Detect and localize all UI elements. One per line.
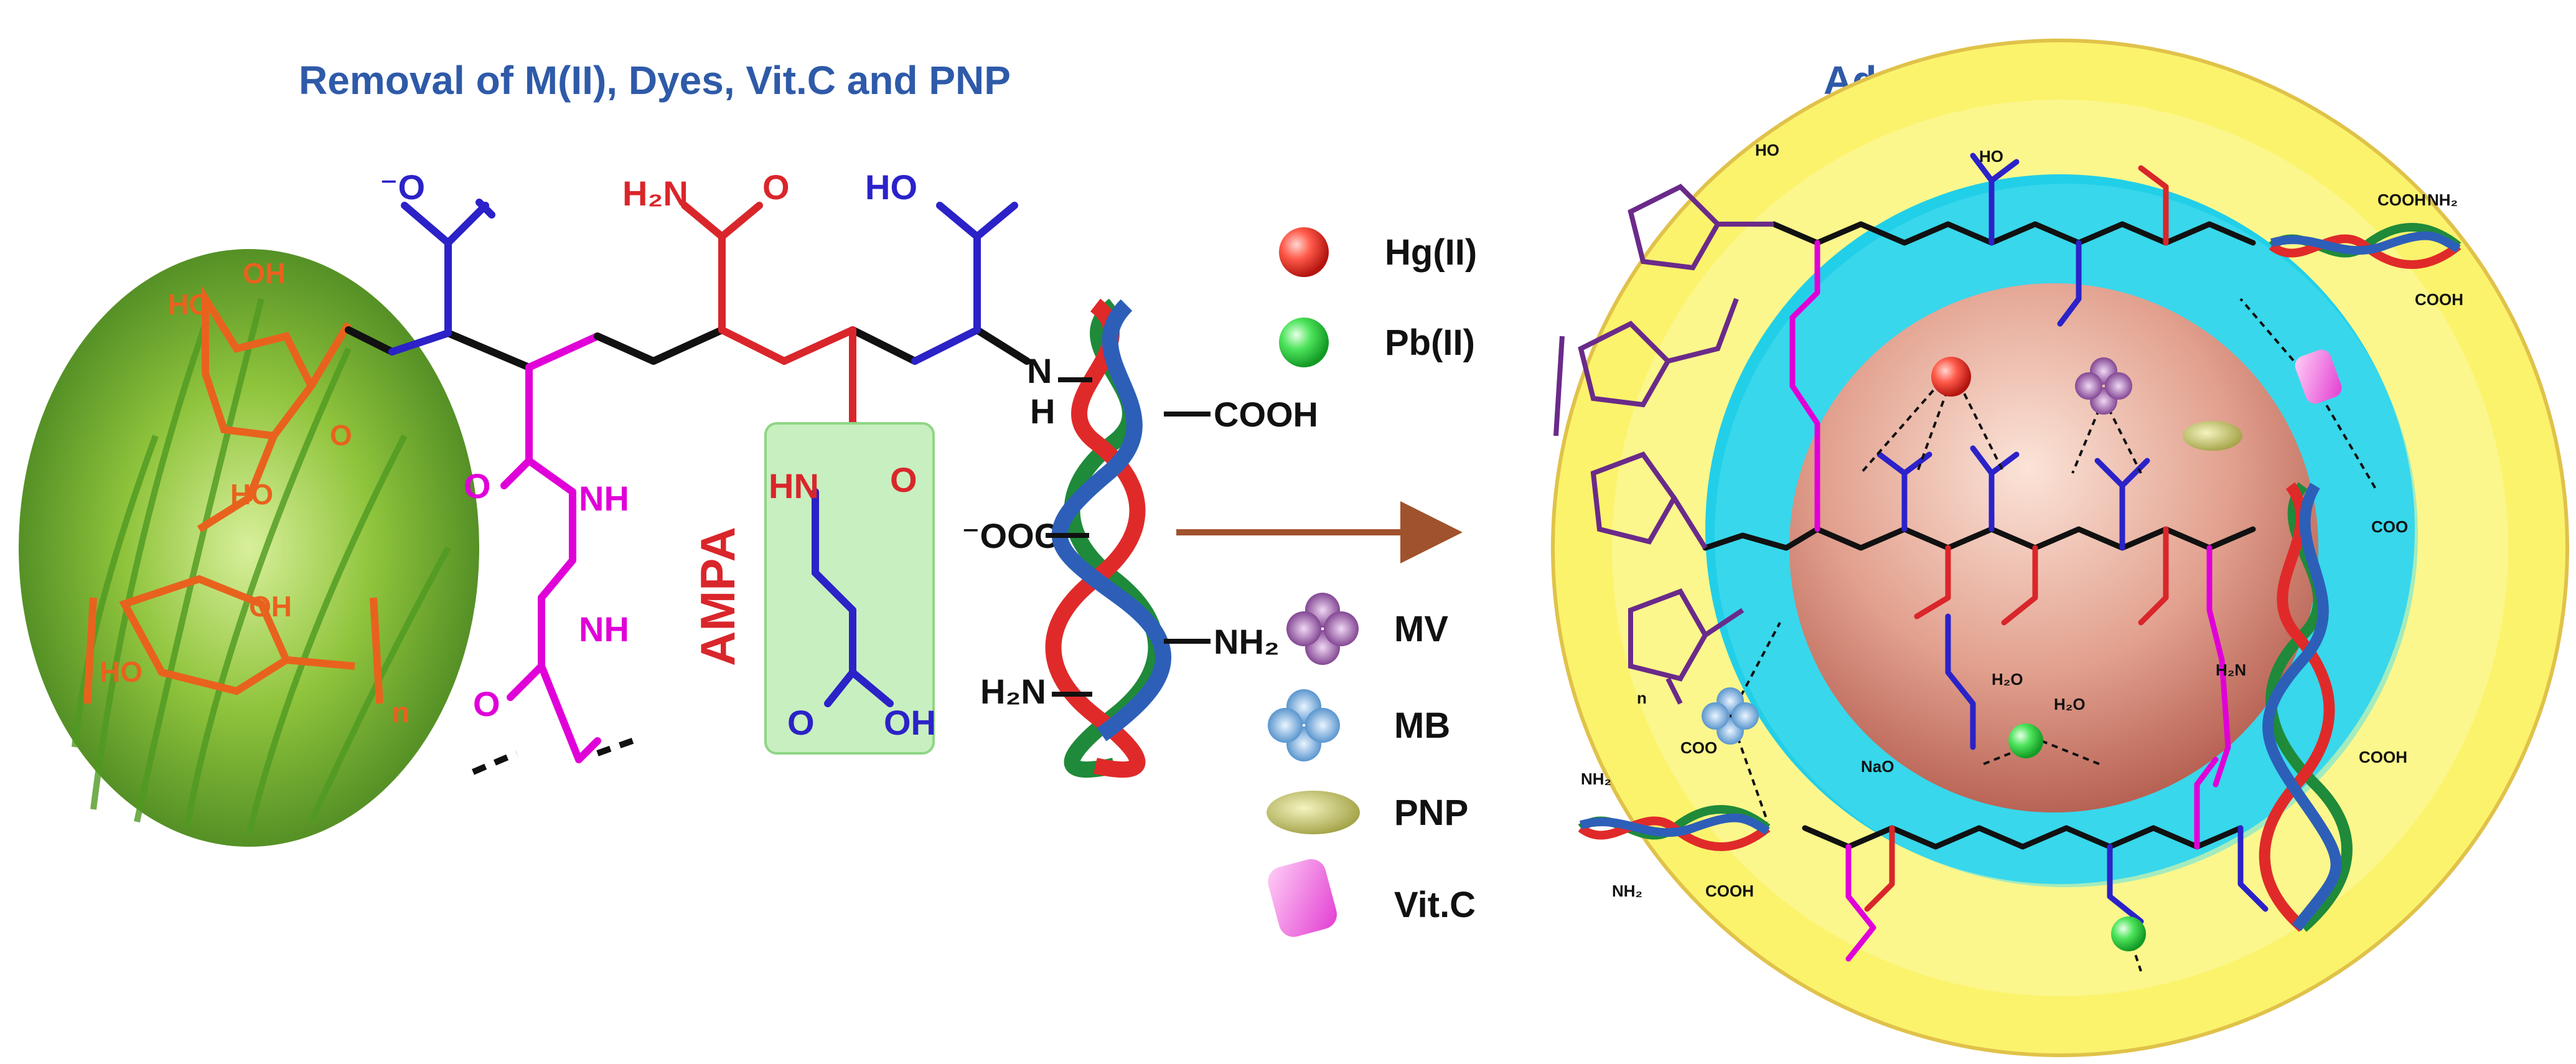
triple-helix-left [1045, 298, 1171, 778]
carboxylate-o-minus: ⁻O [380, 167, 425, 207]
hydrogel-pb-sphere-1 [2008, 723, 2043, 758]
sugar-ring-structure [83, 286, 383, 704]
hg-label-coo-2: COO [1680, 738, 1717, 757]
legend-label-vitc: Vit.C [1394, 885, 1476, 925]
sugar-o-label: O [330, 419, 352, 451]
helix-ooc: ⁻OOC [962, 516, 1059, 555]
hydrogel-mv-icon [2075, 357, 2132, 415]
hydrogel-vitc-shape [2295, 349, 2342, 404]
legend-pb-sphere [1279, 318, 1329, 367]
sugar-ho-label-3: HO [100, 656, 143, 688]
legend-label-mv: MV [1394, 609, 1448, 649]
polymer-n-label: n [392, 696, 410, 728]
triple-helix-right-vertical [2259, 482, 2353, 932]
amide-o: O [762, 167, 790, 207]
legend-vitc-shape [1268, 859, 1337, 937]
ampa-chain [812, 488, 894, 707]
triple-helix-bottom-left [1578, 805, 1771, 851]
hydrogel-pnp-ellipse [2183, 421, 2242, 451]
sugar-ho-label-2: HO [230, 478, 273, 511]
legend [1267, 227, 1360, 937]
ampa-highlight-box [764, 422, 935, 755]
hydrogel-sugar-cluster [1553, 184, 1774, 705]
linker-nh-2: NH [579, 610, 629, 649]
hg-label-ho-1: HO [1755, 141, 1779, 159]
polymer-backbone [345, 199, 1031, 763]
ampa-label: AMPA [690, 527, 745, 666]
chitosan-n: N [1027, 351, 1052, 390]
legend-label-hg: Hg(II) [1385, 232, 1478, 273]
legend-label-pb: Pb(II) [1385, 322, 1475, 363]
hg-label-cooh-2: COOH [2415, 290, 2463, 309]
hydrogel-mb-icon [1702, 687, 1759, 745]
polymer-dashed-ends [472, 735, 642, 775]
sugar-oh-label-2: OH [249, 590, 292, 623]
hg-label-coo-1: COO [2371, 517, 2408, 536]
sugar-ho-label: HO [168, 288, 211, 321]
hg-label-h2o-2: H₂O [2054, 695, 2086, 713]
ampa-oh: OH [884, 703, 936, 742]
left-title: Removal of M(II), Dyes, Vit.C and PNP [299, 58, 1011, 103]
ampa-hn: HN [769, 466, 819, 506]
linker-nh-1: NH [579, 479, 629, 518]
hg-label-n: n [1637, 689, 1647, 707]
hg-label-h2n-1: H₂N [2216, 661, 2246, 679]
helix-nh2: NH₂ [1214, 622, 1280, 661]
hg-label-ho-2: HO [1979, 147, 2003, 166]
ampa-o-2: O [787, 703, 815, 742]
linker-o: O [464, 466, 491, 506]
triple-helix-top-right [2269, 223, 2461, 269]
hg-label-nh2-2: NH₂ [1581, 770, 1611, 788]
grass-photo-ellipse [19, 249, 479, 847]
acid-ho: HO [865, 167, 917, 207]
hg-label-cooh-3: COOH [2359, 748, 2407, 766]
helix-h2n: H₂N [980, 672, 1046, 711]
hg-label-cooh-1: COOH [2377, 191, 2426, 209]
amide-h2n: H₂N [622, 174, 688, 213]
hg-label-h2o-1: H₂O [1992, 670, 2023, 689]
ampa-o: O [890, 460, 917, 499]
hg-label-nh2-1: NH₂ [2427, 191, 2458, 209]
chitosan-h: H [1030, 392, 1055, 431]
helix-substituent-bonds [1046, 377, 1211, 697]
legend-pnp-ellipse [1267, 791, 1360, 834]
legend-mb-icon [1268, 689, 1340, 761]
hydrogel-pb-sphere-2 [2111, 916, 2146, 951]
hg-label-naoo: NaO [1861, 757, 1894, 776]
legend-mv-icon [1286, 593, 1359, 665]
legend-label-pnp: PNP [1394, 793, 1469, 833]
hg-label-cooh-4: COOH [1705, 882, 1754, 900]
legend-hg-sphere [1279, 227, 1329, 277]
legend-label-mb: MB [1394, 705, 1451, 746]
helix-cooh: COOH [1214, 395, 1318, 434]
hydrogel-hg-sphere [1931, 357, 1971, 397]
hg-label-h2n-2: NH₂ [1612, 882, 1642, 900]
sugar-oh-label: OH [243, 257, 286, 290]
linker-o-2: O [473, 684, 500, 723]
hydrogel-chain-network [1702, 153, 2269, 962]
